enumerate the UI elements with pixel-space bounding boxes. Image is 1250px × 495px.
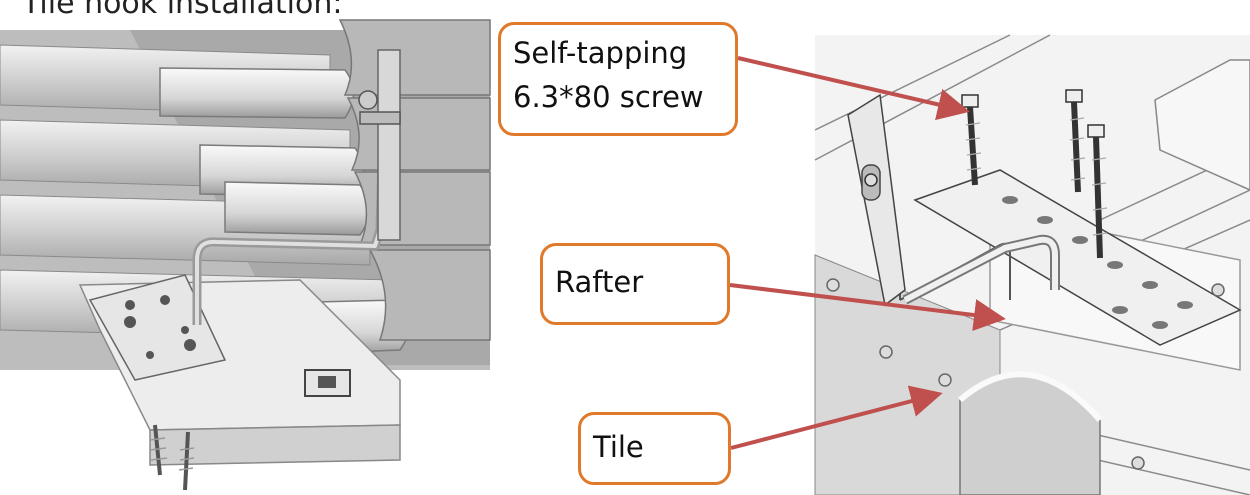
left-roof-view	[0, 19, 491, 491]
right-detail-view	[814, 34, 1250, 495]
callout-screw-line2: 6.3*80 screw	[513, 80, 704, 114]
callout-arrows	[729, 56, 1006, 450]
callout-screw-line1: Self-tapping	[513, 36, 688, 70]
callout-rafter-label: Rafter	[555, 265, 644, 299]
arrow-rafter	[729, 283, 1006, 331]
page-title: Tile hook installation:	[22, 0, 343, 21]
callout-screw: Self-tapping 6.3*80 screw	[498, 22, 738, 136]
arrow-screw	[737, 56, 970, 121]
arrow-tile	[730, 385, 943, 450]
callout-tile-label: Tile	[593, 430, 644, 464]
callout-tile: Tile	[578, 412, 731, 485]
callout-rafter: Rafter	[540, 243, 730, 325]
